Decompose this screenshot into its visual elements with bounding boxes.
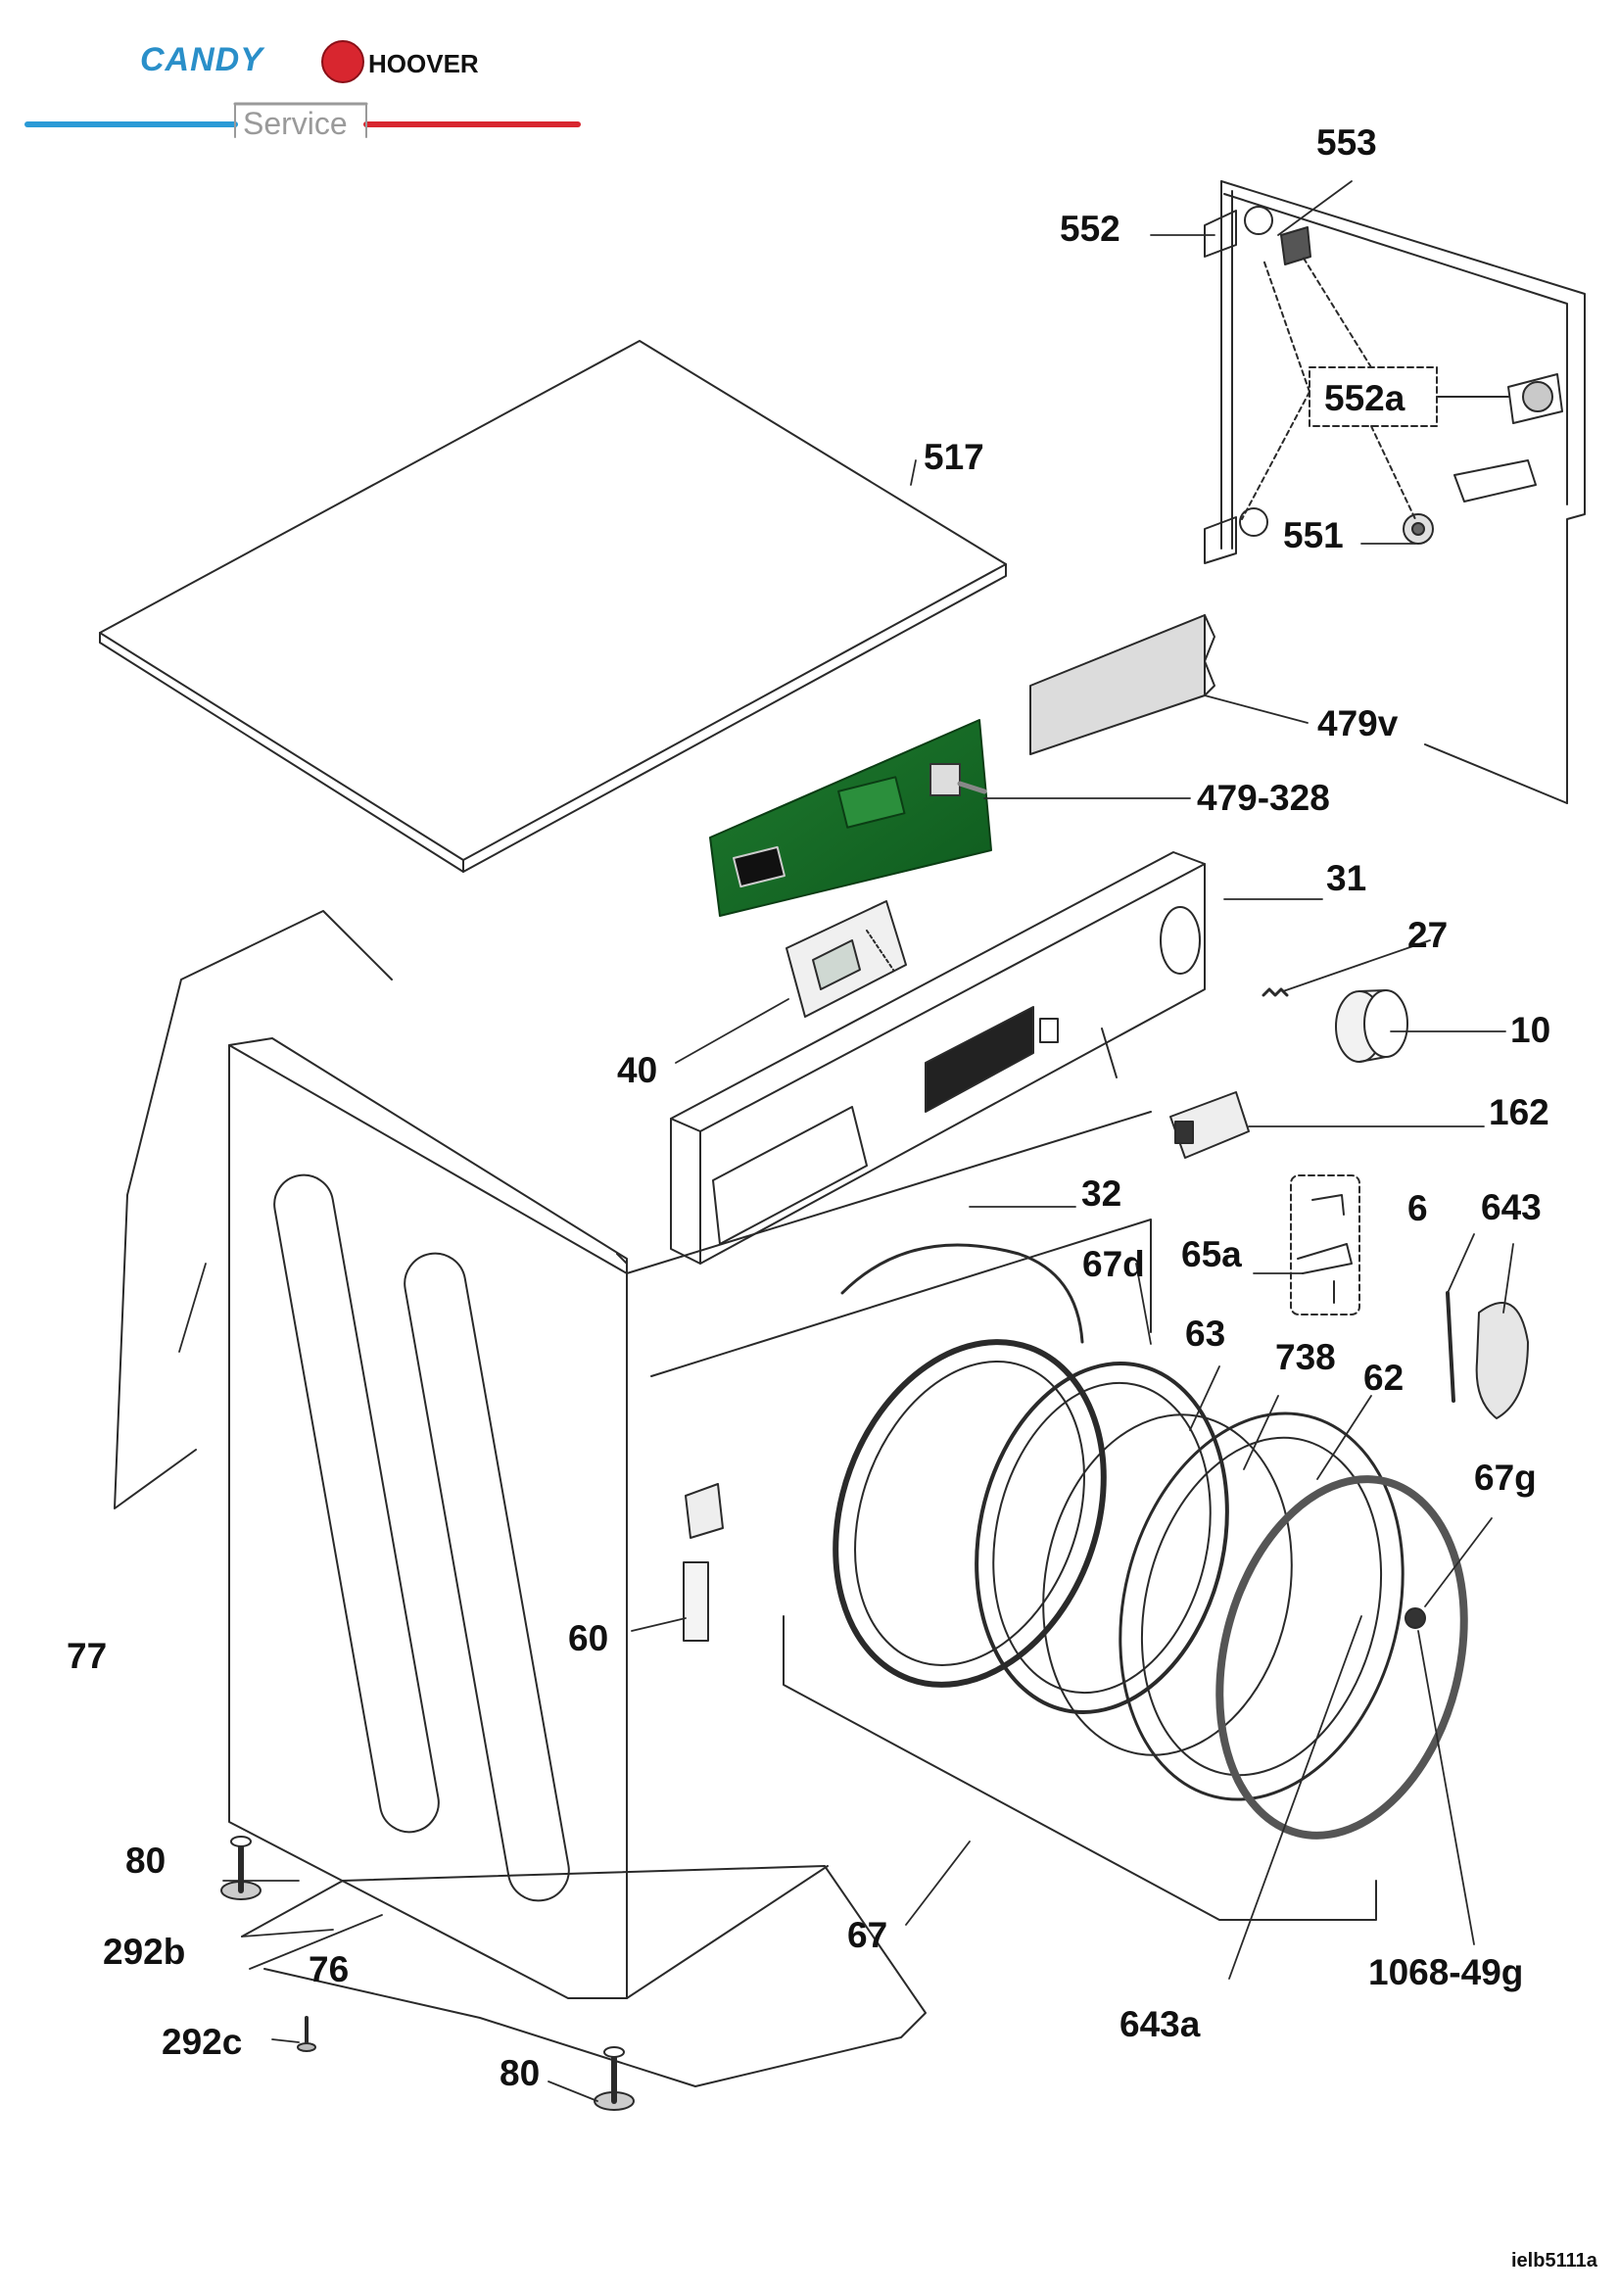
panel-strip-479v: [1029, 614, 1206, 755]
pin-6: [1446, 1291, 1455, 1403]
part-label-292c: 292c: [162, 2022, 243, 2062]
part-label-479-328: 479-328: [1197, 778, 1330, 818]
part-label-1068-49g: 1068-49g: [1368, 1952, 1524, 1992]
part-label-63: 63: [1185, 1314, 1226, 1354]
leader-lines: [178, 180, 1514, 2102]
cabinet-body: [114, 910, 1152, 1999]
part-label-162: 162: [1489, 1092, 1549, 1132]
foot-80-right: [594, 2046, 635, 2111]
foot-80-left: [220, 1836, 262, 1900]
knob-10: [1335, 989, 1408, 1063]
base-plate-76: [241, 1865, 927, 2087]
part-label-517: 517: [924, 437, 984, 477]
part-label-62: 62: [1363, 1358, 1405, 1398]
part-label-27: 27: [1407, 915, 1449, 955]
part-label-80-left: 80: [125, 1841, 167, 1881]
door-lock-162: [1169, 1091, 1250, 1159]
door-handle-643: [1475, 1302, 1529, 1419]
part-label-40: 40: [617, 1050, 658, 1090]
part-label-6: 6: [1407, 1188, 1428, 1228]
part-label-67d: 67d: [1082, 1244, 1145, 1284]
part-label-67: 67: [847, 1915, 888, 1955]
part-label-80-right: 80: [500, 2053, 541, 2093]
part-label-32: 32: [1081, 1173, 1122, 1214]
screw-292c: [297, 2016, 316, 2052]
hinge-60: [683, 1483, 724, 1642]
outer-door-frame-62: [1119, 1411, 1405, 1801]
control-board-479-328: [709, 719, 992, 917]
part-label-60: 60: [568, 1618, 609, 1658]
service-label: Service: [243, 106, 348, 141]
part-label-643: 643: [1481, 1187, 1542, 1227]
control-panel-31: [670, 851, 1206, 1265]
part-label-67g: 67g: [1474, 1458, 1537, 1498]
part-label-10: 10: [1510, 1010, 1551, 1050]
document-id: ielb5111a: [1511, 2250, 1597, 2272]
cabinet-door-frame: [1204, 180, 1586, 804]
part-label-292b: 292b: [103, 1932, 186, 1972]
door-seal-67g: [1215, 1475, 1468, 1840]
part-label-552a: 552a: [1324, 378, 1405, 418]
spring-27: [1262, 987, 1289, 997]
part-label-65a: 65a: [1181, 1234, 1242, 1274]
part-label-643a: 643a: [1119, 2004, 1201, 2044]
hook-kit-65a: [1290, 1174, 1360, 1315]
part-label-738: 738: [1275, 1337, 1336, 1377]
part-label-76: 76: [309, 1949, 350, 1989]
seal-part-1068-49g: [1405, 1607, 1426, 1629]
door-ring-63: [975, 1362, 1229, 1714]
display-module-40: [786, 900, 907, 1018]
hoover-logo-text: HOOVER: [368, 49, 479, 78]
part-label-479v: 479v: [1317, 703, 1399, 743]
part-label-77: 77: [67, 1636, 108, 1676]
part-label-552: 552: [1060, 209, 1120, 249]
door-ring-67d: [833, 1339, 1107, 1688]
part-label-553: 553: [1316, 122, 1377, 163]
part-label-31: 31: [1326, 858, 1367, 898]
part-label-551: 551: [1283, 515, 1344, 555]
door-glass-738: [1042, 1413, 1293, 1756]
gasket-base-67: [783, 1615, 1377, 1921]
candy-logo: CANDY: [140, 41, 263, 78]
hoover-logo-icon: [321, 40, 364, 83]
